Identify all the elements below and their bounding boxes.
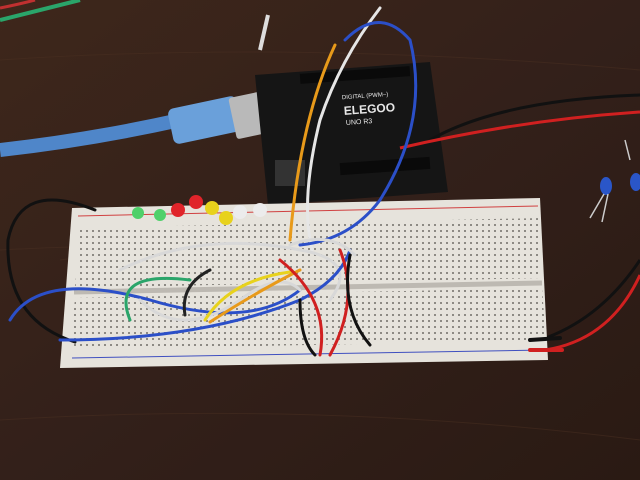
led-green <box>132 207 144 219</box>
board-model: UNO R3 <box>346 118 373 127</box>
header-label: DIGITAL (PWM~) <box>342 92 389 101</box>
arduino-board: DIGITAL (PWM~) ELEGOO UNO R3 <box>255 62 448 205</box>
jumper-wires <box>6 6 564 357</box>
capacitors <box>589 139 640 223</box>
led-red <box>171 203 185 217</box>
usb-plug-housing <box>168 96 242 144</box>
led-white <box>233 205 247 219</box>
led-green <box>154 209 166 221</box>
led-yellow <box>219 211 233 225</box>
led-row <box>132 195 267 225</box>
led-red <box>189 195 203 209</box>
usb-cable <box>0 113 182 157</box>
green-wire-corner <box>0 0 81 22</box>
red-wire-right <box>399 110 640 150</box>
board-brand: ELEGOO <box>343 100 395 118</box>
loose-pin <box>258 14 270 51</box>
led-yellow <box>205 201 219 215</box>
led-white <box>253 203 267 217</box>
black-wire-right <box>429 93 640 142</box>
